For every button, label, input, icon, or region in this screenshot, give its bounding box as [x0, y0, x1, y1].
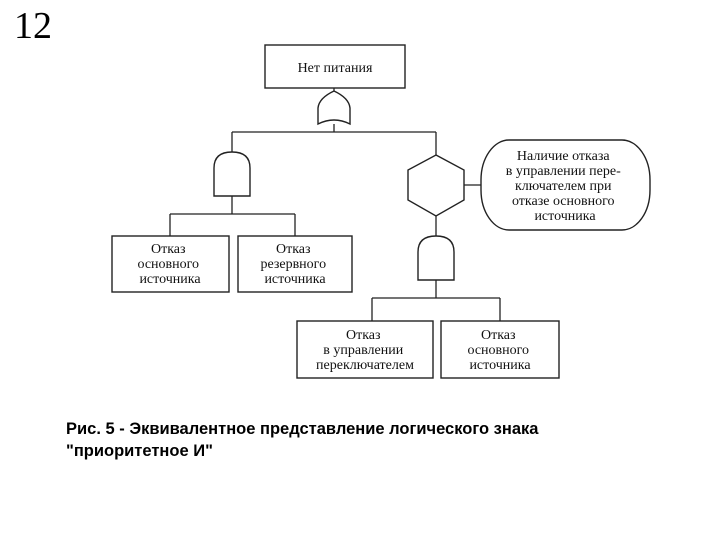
main-source-left-line-3: источника [139, 272, 201, 287]
backup-source-line-2: резервного [260, 257, 326, 272]
fault-tree-diagram: Нет питания Наличие отказа в управлении … [111, 44, 651, 379]
svg-text:Отказ в управлении пер: Отказ в управлении переключателем [316, 328, 414, 373]
or-gate [317, 90, 351, 126]
top-event-box [264, 44, 406, 89]
main-source-right-line-2: основного [467, 343, 529, 358]
inhibit-hexagon [407, 154, 465, 217]
condition-line-4: отказе основного [512, 194, 615, 209]
slide-number: 12 [14, 5, 52, 47]
main-source-left-line-2: основного [137, 257, 199, 272]
svg-text:Отказ резервного источ: Отказ резервного источника [260, 242, 329, 287]
main-source-right-line-1: Отказ [481, 328, 516, 343]
top-event-label: Нет питания [298, 61, 373, 76]
main-source-failure-box-left [111, 235, 230, 293]
switch-control-failure-box [296, 320, 434, 379]
figure-caption: Рис. 5 - Эквивалентное представление лог… [66, 418, 686, 462]
backup-source-line-1: Отказ [276, 242, 311, 257]
condition-line-2: в управлении пере- [506, 164, 621, 179]
condition-line-3: ключателем при [515, 179, 612, 194]
svg-text:Отказ основного источн: Отказ основного источника [137, 242, 202, 287]
caption-line-2: "приоритетное И" [66, 442, 213, 460]
condition-line-1: Наличие отказа [517, 149, 610, 164]
switch-control-line-3: переключателем [316, 358, 414, 373]
svg-text:Нет питания: Нет питания [298, 61, 373, 76]
and-gate-right [417, 235, 455, 281]
switch-control-line-2: в управлении [323, 343, 403, 358]
main-source-left-line-1: Отказ [151, 242, 186, 257]
main-source-failure-box-right [440, 320, 560, 379]
condition-line-5: источника [534, 209, 596, 224]
condition-oval [480, 139, 651, 231]
backup-source-line-3: источника [264, 272, 326, 287]
backup-source-failure-box [237, 235, 353, 293]
svg-text:Наличие отказа в управлени: Наличие отказа в управлении пере- ключат… [506, 149, 625, 224]
svg-text:Отказ основного источн: Отказ основного источника [467, 328, 532, 373]
main-source-right-line-3: источника [469, 358, 531, 373]
and-gate-left [213, 151, 251, 197]
switch-control-line-1: Отказ [346, 328, 381, 343]
caption-line-1: Рис. 5 - Эквивалентное представление лог… [66, 420, 539, 438]
